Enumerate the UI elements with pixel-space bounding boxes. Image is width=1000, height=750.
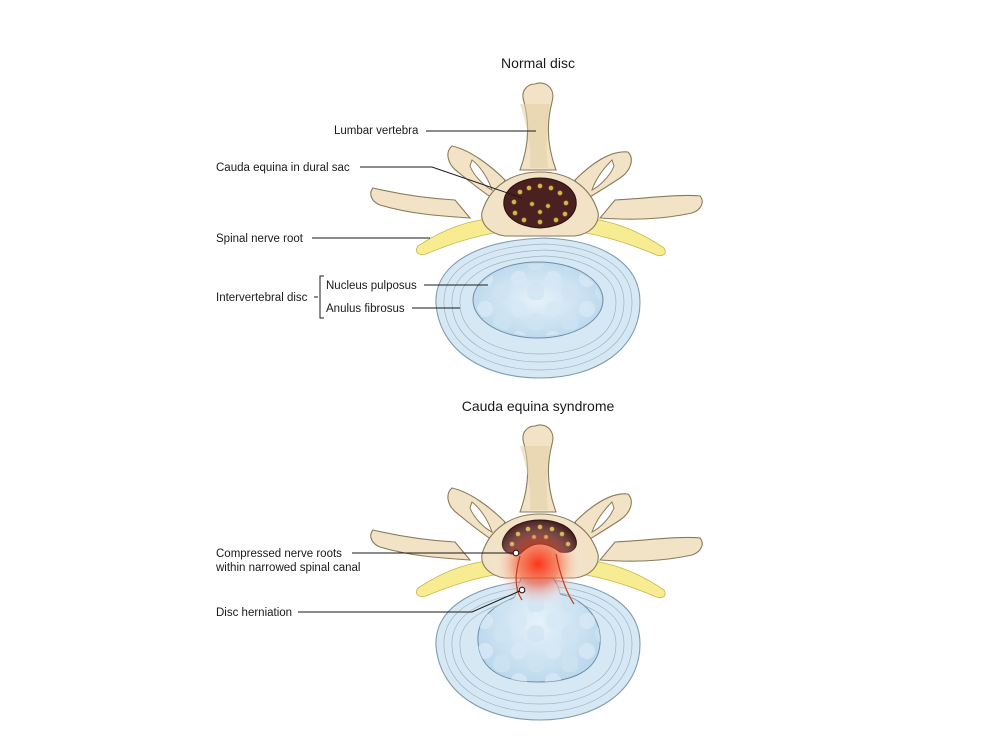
label-nucleus-pulposus: Nucleus pulposus — [326, 280, 417, 292]
pointer-dot-compressed-roots — [512, 549, 520, 557]
normal-disc-unit — [435, 237, 641, 379]
label-lumbar-vertebra: Lumbar vertebra — [334, 125, 419, 137]
leader-cauda-equina — [360, 166, 523, 199]
cauda-equina-syndrome-diagram: Cauda equina syndrome — [215, 398, 703, 721]
label-anulus-fibrosus: Anulus fibrosus — [326, 303, 405, 315]
label-compressed-line1: Compressed nerve roots — [216, 548, 342, 560]
syndrome-anatomy — [370, 424, 703, 721]
normal-disc-diagram: Normal disc Lumbar verte — [216, 55, 703, 379]
leader-disc-herniation — [298, 589, 523, 613]
normal-disc-title: Normal disc — [501, 55, 575, 71]
label-cauda-equina: Cauda equina in dural sac — [216, 162, 350, 174]
inflammation-glow — [492, 520, 584, 608]
label-spinal-nerve-root: Spinal nerve root — [216, 233, 304, 245]
label-intervertebral-disc: Intervertebral disc — [216, 292, 308, 304]
bracket-intervertebral-disc — [314, 275, 324, 319]
normal-disc-anatomy — [370, 82, 703, 379]
label-compressed-line2: within narrowed spinal canal — [215, 562, 360, 574]
cauda-equina-roots — [511, 183, 569, 225]
syndrome-title: Cauda equina syndrome — [462, 398, 615, 414]
label-disc-herniation: Disc herniation — [216, 607, 292, 619]
pointer-dot-disc-herniation — [518, 586, 526, 594]
